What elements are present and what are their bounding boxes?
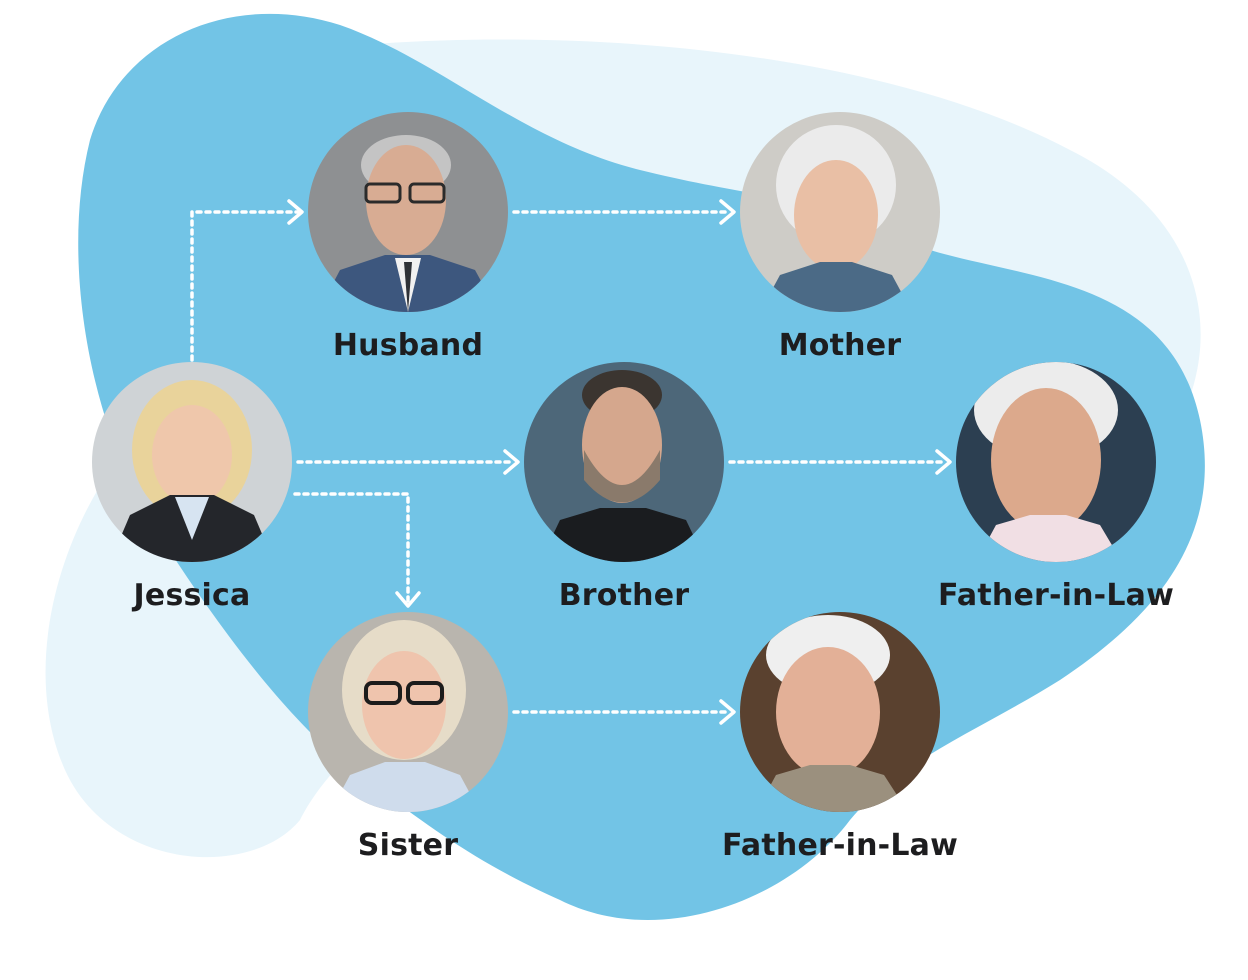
node-label-mother: Mother bbox=[778, 328, 902, 363]
node-label-father-in-law-1: Father-in-Law bbox=[937, 578, 1175, 613]
node-label-husband: Husband bbox=[332, 328, 484, 363]
portrait-sister bbox=[308, 612, 508, 812]
portrait-husband bbox=[308, 112, 508, 312]
edge-jessica-husband bbox=[190, 210, 300, 362]
edges bbox=[190, 210, 948, 714]
portrait-brother bbox=[524, 362, 724, 562]
arrowhead-husband bbox=[287, 199, 304, 225]
arrowhead-father1 bbox=[935, 449, 952, 475]
node-label-jessica: Jessica bbox=[133, 578, 251, 613]
node-label-brother: Brother bbox=[558, 578, 690, 613]
arrowheads bbox=[287, 199, 952, 725]
node-label-father-in-law-2: Father-in-Law bbox=[721, 828, 959, 863]
portrait-father-in-law-2 bbox=[740, 612, 940, 812]
portrait-jessica bbox=[92, 362, 292, 562]
edge-jessica-sister bbox=[293, 492, 410, 604]
arrowhead-brother bbox=[503, 449, 520, 475]
portrait-mother bbox=[740, 112, 940, 312]
node-label-sister: Sister bbox=[357, 828, 459, 863]
arrowhead-sister bbox=[395, 591, 421, 608]
portrait-father-in-law-1 bbox=[956, 362, 1156, 562]
arrowhead-mother bbox=[719, 199, 736, 225]
arrowhead-father2 bbox=[719, 699, 736, 725]
